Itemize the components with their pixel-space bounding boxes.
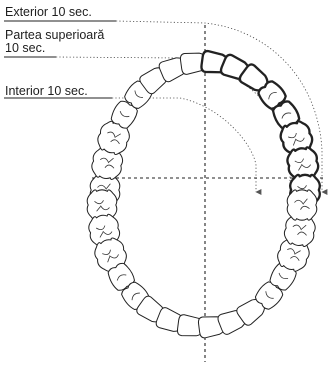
- lower-tooth-16: [287, 190, 317, 220]
- occlusal-label: Partea superioară 10 sec.: [5, 29, 104, 55]
- occlusal-label-line2: 10 sec.: [5, 42, 104, 55]
- outer-label: Exterior 10 sec.: [5, 6, 92, 19]
- inner-label: Interior 10 sec.: [5, 85, 88, 98]
- lower-arch: [87, 190, 317, 339]
- lower-tooth-16-crown: [287, 190, 317, 220]
